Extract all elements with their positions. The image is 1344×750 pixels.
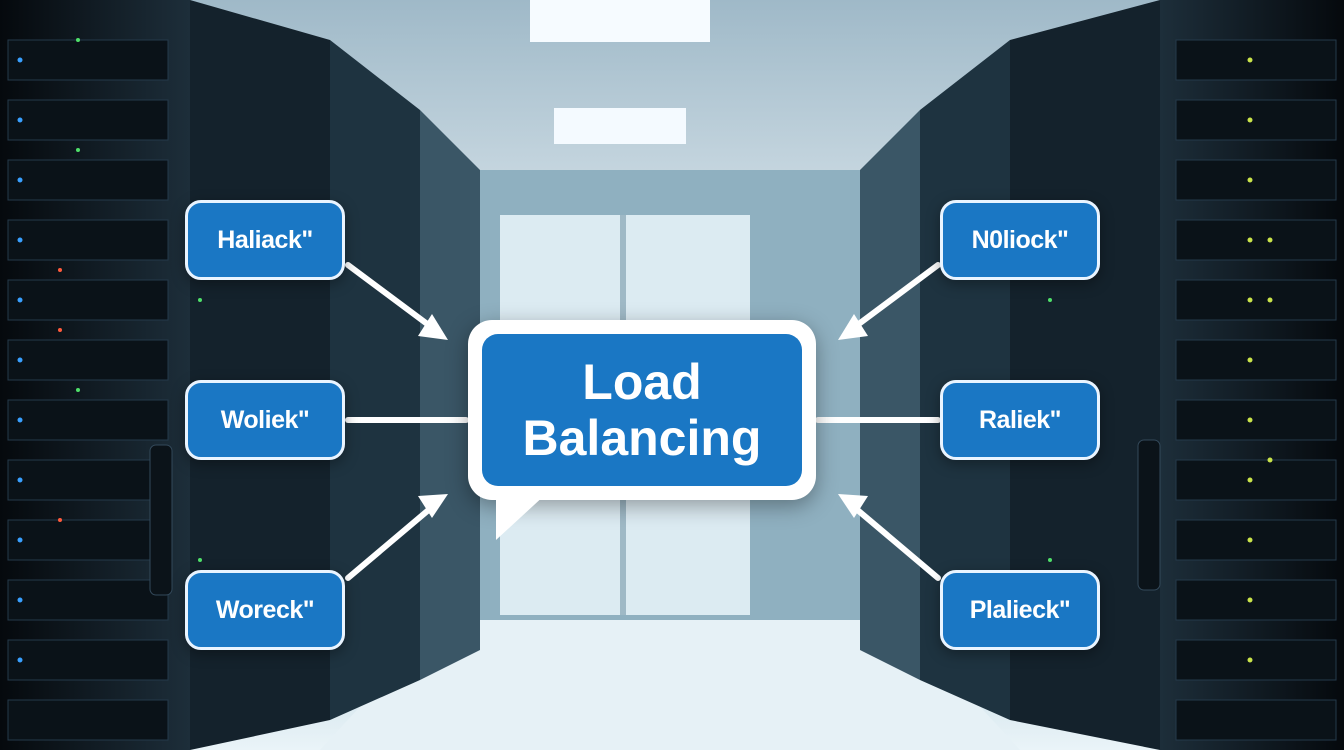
server-node-right-middle: Raliek" xyxy=(940,380,1100,460)
ceiling-light xyxy=(554,108,686,144)
server-node-label: Raliek" xyxy=(978,405,1062,434)
load-balancer-label: Load Balancing xyxy=(482,334,802,486)
server-node-label: Woreck" xyxy=(215,595,315,624)
hub-title-line-1: Load xyxy=(582,354,702,410)
server-node-label: Plalieck" xyxy=(969,595,1071,624)
hub-title-line-2: Balancing xyxy=(522,410,762,466)
connector-arrows xyxy=(345,262,941,581)
arrowheads xyxy=(418,314,868,518)
ceiling-light xyxy=(530,0,710,42)
server-node-label: N0liock" xyxy=(971,225,1069,254)
server-node-right-bottom: Plalieck" xyxy=(940,570,1100,650)
server-node-label: Haliack" xyxy=(217,225,313,254)
server-node-left-middle: Woliek" xyxy=(185,380,345,460)
server-node-left-bottom: Woreck" xyxy=(185,570,345,650)
speech-bubble-tail xyxy=(496,494,546,540)
load-balancer-hub: Load Balancing xyxy=(468,320,816,500)
server-node-left-top: Haliack" xyxy=(185,200,345,280)
server-node-label: Woliek" xyxy=(220,405,310,434)
server-node-right-top: N0liock" xyxy=(940,200,1100,280)
